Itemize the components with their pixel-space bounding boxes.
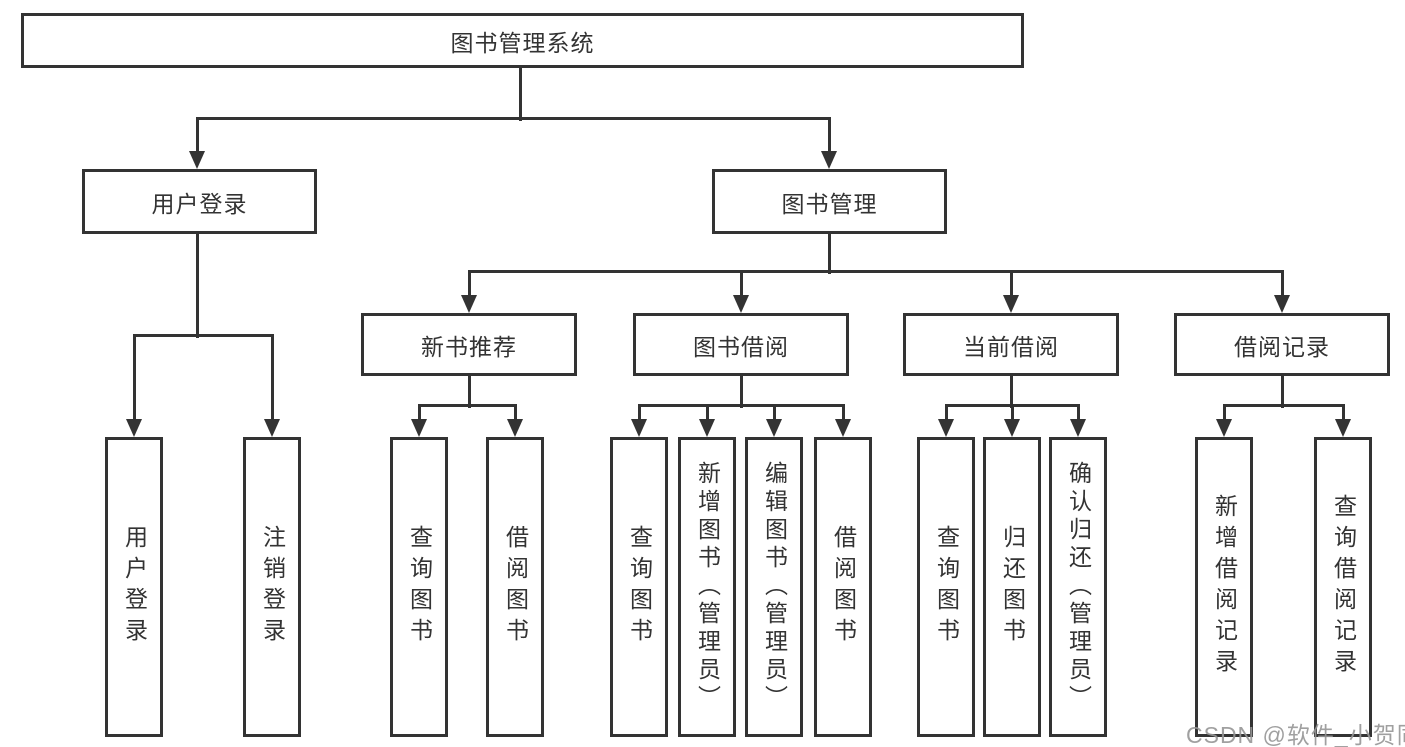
leaf-label: 注销登录 [259,525,286,649]
leaf-label: 确认归还（管理员） [1065,461,1092,713]
leaf-current-query-book: 查询图书 [917,437,975,737]
arrow-down-icon [126,419,142,437]
connector-vline [740,271,743,295]
leaf-label: 新增图书（管理员） [694,461,721,713]
arrow-down-icon [699,419,715,437]
connector-vline [1281,271,1284,295]
connector-hline [468,270,1284,273]
connector-vline [1010,271,1013,295]
connector-vline [514,405,517,419]
connector-vline [828,233,831,274]
node-root: 图书管理系统 [21,13,1024,68]
connector-vline [468,271,471,295]
leaf-borrow-query-book: 查询图书 [610,437,668,737]
leaf-label: 查询借阅记录 [1330,494,1357,680]
leaf-borrow-add-book-admin: 新增图书（管理员） [678,437,736,737]
connector-vline [1010,375,1013,408]
connector-vline [842,405,845,419]
connector-vline [1011,405,1014,419]
leaf-label: 查询图书 [406,525,433,649]
arrow-down-icon [835,419,851,437]
node-borrow-records: 借阅记录 [1174,313,1390,376]
leaf-recommend-borrow-book: 借阅图书 [486,437,544,737]
connector-hline [638,404,845,407]
connector-vline [468,375,471,408]
connector-vline [706,405,709,419]
leaf-label: 新增借阅记录 [1211,494,1238,680]
connector-vline [945,405,948,419]
arrow-down-icon [766,419,782,437]
arrow-down-icon [733,295,749,313]
csdn-watermark: CSDN @软件_小贺同学 [1186,722,1405,747]
connector-hline [133,334,274,337]
connector-vline [1223,405,1226,419]
connector-vline [1342,405,1345,419]
leaf-borrow-edit-book-admin: 编辑图书（管理员） [745,437,803,737]
connector-vline [196,118,199,151]
leaf-borrow-borrow-book: 借阅图书 [814,437,872,737]
leaf-label: 借阅图书 [830,525,857,649]
leaf-current-return-book: 归还图书 [983,437,1041,737]
arrow-down-icon [461,295,477,313]
leaf-logout: 注销登录 [243,437,301,737]
leaf-records-add-record: 新增借阅记录 [1195,437,1253,737]
connector-vline [773,405,776,419]
leaf-records-query-record: 查询借阅记录 [1314,437,1372,737]
connector-vline [1077,405,1080,419]
connector-vline [519,68,522,121]
leaf-user-login: 用户登录 [105,437,163,737]
leaf-label: 查询图书 [933,525,960,649]
leaf-label: 用户登录 [121,525,148,649]
connector-hline [1223,404,1345,407]
leaf-label: 查询图书 [626,525,653,649]
arrow-down-icon [631,419,647,437]
arrow-down-icon [1004,419,1020,437]
connector-vline [271,335,274,419]
node-book-management: 图书管理 [712,169,947,234]
leaf-current-confirm-return-admin: 确认归还（管理员） [1049,437,1107,737]
connector-vline [418,405,421,419]
node-current-borrow: 当前借阅 [903,313,1119,376]
arrow-down-icon [821,151,837,169]
connector-hline [418,404,517,407]
arrow-down-icon [1335,419,1351,437]
arrow-down-icon [507,419,523,437]
arrow-down-icon [938,419,954,437]
arrow-down-icon [1216,419,1232,437]
connector-vline [196,233,199,338]
connector-vline [828,118,831,151]
arrow-down-icon [1003,295,1019,313]
node-user-login: 用户登录 [82,169,317,234]
arrow-down-icon [264,419,280,437]
leaf-label: 编辑图书（管理员） [761,461,788,713]
arrow-down-icon [1274,295,1290,313]
connector-vline [638,405,641,419]
leaf-label: 借阅图书 [502,525,529,649]
node-book-borrow: 图书借阅 [633,313,849,376]
arrow-down-icon [1070,419,1086,437]
connector-vline [740,375,743,408]
leaf-recommend-query-book: 查询图书 [390,437,448,737]
node-new-book-recommend: 新书推荐 [361,313,577,376]
arrow-down-icon [189,151,205,169]
connector-hline [196,117,831,120]
connector-vline [133,335,136,419]
connector-hline [945,404,1080,407]
leaf-label: 归还图书 [999,525,1026,649]
arrow-down-icon [411,419,427,437]
connector-vline [1281,375,1284,408]
